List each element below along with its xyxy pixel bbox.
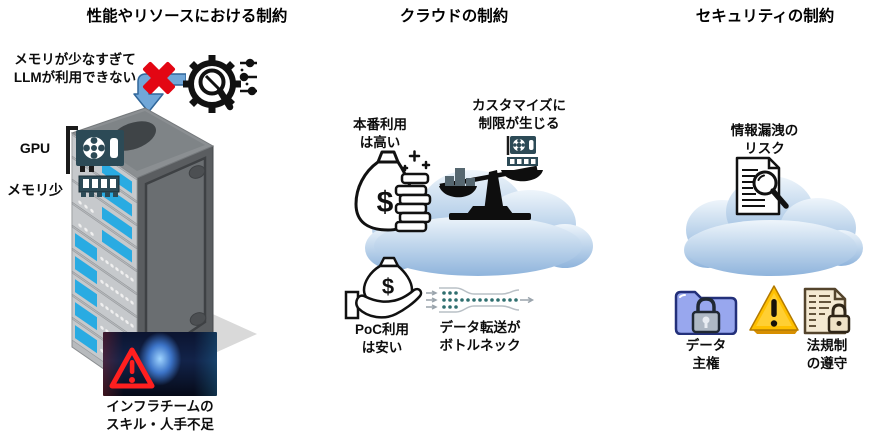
warning-triangle-gold-icon xyxy=(747,284,801,336)
column-title-security: セキュリティの制約 xyxy=(695,8,835,25)
data-sovereignty-label: データ 主権 xyxy=(685,338,727,371)
document-magnifier-icon xyxy=(734,156,792,216)
bottleneck-icon xyxy=(424,285,536,315)
poc-cost-label: PoC利用 は安い xyxy=(355,322,409,355)
leak-risk-label: 情報漏洩の リスク xyxy=(730,123,799,156)
regulation-label: 法規制 の遵守 xyxy=(806,338,848,371)
gpu-label: GPU xyxy=(19,140,51,156)
sliders-icon xyxy=(239,58,257,96)
red-x-icon xyxy=(140,59,178,97)
production-cost-label: 本番利用 は高い xyxy=(353,117,407,150)
gear-search-icon xyxy=(180,50,258,116)
customization-label: カスタマイズに 制限が生じる xyxy=(471,98,567,131)
ram-icon xyxy=(507,157,538,166)
money-bag-coins-icon: $ xyxy=(344,146,432,240)
memory-label: メモリ少 xyxy=(7,182,63,198)
gpu-card-icon xyxy=(64,124,128,178)
column-title-cloud: クラウドの制約 xyxy=(399,8,509,25)
ram-icon xyxy=(78,175,120,199)
column-title-performance: 性能やリソースにおける制約 xyxy=(86,8,288,25)
hand-money-bag-icon: $ xyxy=(344,256,428,324)
bottleneck-label: データ転送が ボトルネック xyxy=(439,320,521,353)
gpu-card-icon xyxy=(506,136,536,155)
datacenter-photo xyxy=(103,332,217,396)
dollar-sign: $ xyxy=(377,186,394,219)
warning-triangle-red-icon xyxy=(109,347,155,391)
cloud-icon xyxy=(678,166,864,280)
folder-lock-icon xyxy=(673,287,739,335)
balance-scale-icon xyxy=(437,128,547,224)
document-lock-icon xyxy=(803,287,851,335)
dollar-sign: $ xyxy=(382,274,394,299)
memory-shortage-callout: メモリが少なすぎて LLMが利用できない xyxy=(13,52,137,85)
infra-caption: インフラチームの スキル・人手不足 xyxy=(106,399,214,432)
